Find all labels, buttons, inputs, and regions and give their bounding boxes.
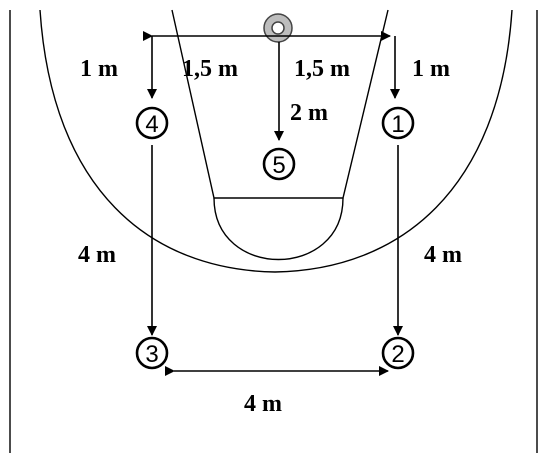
player-2-label: 2 (391, 341, 404, 368)
player-4: 4 (135, 106, 169, 140)
distance-vertical-center: 2 m (290, 100, 328, 126)
distance-top-inner-left: 1,5 m (182, 56, 238, 82)
distance-left-side: 4 m (78, 242, 116, 268)
player-5-label: 5 (272, 152, 285, 179)
player-3-label: 3 (145, 341, 158, 368)
player-1-label: 1 (391, 111, 404, 138)
distance-bottom: 4 m (244, 391, 282, 417)
distance-top-right: 1 m (412, 56, 450, 82)
three-point-arc (39, 9, 513, 273)
player-3: 3 (135, 336, 169, 370)
player-5: 5 (262, 147, 296, 181)
player-1: 1 (381, 106, 415, 140)
player-4-label: 4 (145, 111, 158, 138)
player-2: 2 (381, 336, 415, 370)
basket-inner-icon (271, 21, 285, 35)
distance-right-side: 4 m (424, 242, 462, 268)
distance-top-left: 1 m (80, 56, 118, 82)
distance-top-inner-right: 1,5 m (294, 56, 350, 82)
free-throw-lane (171, 9, 389, 199)
free-throw-semicircle (213, 197, 344, 261)
